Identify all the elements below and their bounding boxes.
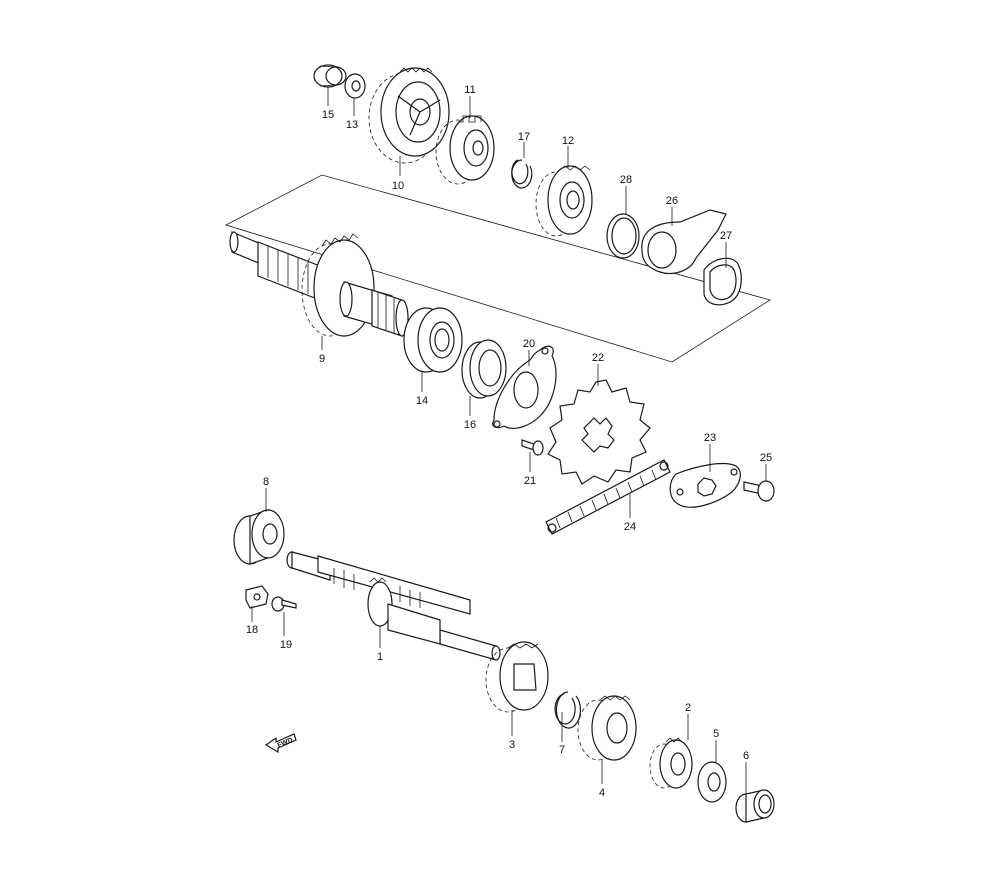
callout-8: 8 xyxy=(263,476,269,488)
part-3-gear xyxy=(485,641,549,713)
callout-5: 5 xyxy=(713,728,719,740)
part-7-circlip xyxy=(554,691,582,729)
part-13-washer xyxy=(344,73,366,99)
fwd-label: FWD xyxy=(277,737,294,750)
callout-21: 21 xyxy=(524,475,536,487)
callout-18: 18 xyxy=(246,624,258,636)
callout-1: 1 xyxy=(377,651,383,663)
part-16-oil-seal xyxy=(461,339,507,399)
callout-12: 12 xyxy=(562,135,574,147)
part-26-plate xyxy=(641,209,727,275)
callout-26: 26 xyxy=(666,195,678,207)
callout-20: 20 xyxy=(523,338,535,350)
part-8-collar xyxy=(233,509,285,565)
callout-16: 16 xyxy=(464,419,476,431)
part-14-bearing xyxy=(403,307,463,373)
part-1-drive-shaft xyxy=(286,551,501,661)
part-12-gear xyxy=(535,165,593,237)
part-17-circlip xyxy=(511,159,533,189)
part-6-needle-bearing xyxy=(735,789,775,823)
callout-28: 28 xyxy=(620,174,632,186)
callout-14: 14 xyxy=(416,395,428,407)
callout-17: 17 xyxy=(518,131,530,143)
callout-15: 15 xyxy=(322,109,334,121)
part-22-sprocket xyxy=(547,379,651,485)
callout-27: 27 xyxy=(720,230,732,242)
part-21-bolt xyxy=(521,439,544,456)
callout-19: 19 xyxy=(280,639,292,651)
part-15-needle-bearing xyxy=(313,64,347,88)
part-19-screw xyxy=(271,596,297,612)
part-5-washer xyxy=(697,761,727,803)
part-2-gear xyxy=(649,737,693,789)
callout-22: 22 xyxy=(592,352,604,364)
part-10-gear xyxy=(368,67,450,164)
callout-4: 4 xyxy=(599,787,605,799)
leader-lines xyxy=(251,86,767,794)
part-28-circlip xyxy=(606,213,640,259)
callout-9: 9 xyxy=(319,353,325,365)
part-20-retainer-plate xyxy=(492,345,557,429)
callout-6: 6 xyxy=(743,750,749,762)
part-23-sprocket-plate xyxy=(669,462,741,508)
part-18-plate xyxy=(245,585,269,609)
callout-7: 7 xyxy=(559,744,565,756)
callout-13: 13 xyxy=(346,119,358,131)
callout-24: 24 xyxy=(624,521,636,533)
callout-3: 3 xyxy=(509,739,515,751)
countershaft-group-outline xyxy=(224,174,771,363)
fwd-arrow-icon: FWD xyxy=(264,733,297,754)
part-25-bolt xyxy=(743,480,775,502)
part-4-gear xyxy=(577,695,637,761)
part-24-chain xyxy=(545,459,671,535)
part-11-gear xyxy=(435,115,495,185)
callout-11: 11 xyxy=(464,84,475,96)
callout-25: 25 xyxy=(760,452,772,464)
callout-10: 10 xyxy=(392,180,404,192)
callout-23: 23 xyxy=(704,432,716,444)
part-27-clip xyxy=(703,257,742,306)
callout-2: 2 xyxy=(685,702,691,714)
part-9-countershaft xyxy=(229,231,409,337)
